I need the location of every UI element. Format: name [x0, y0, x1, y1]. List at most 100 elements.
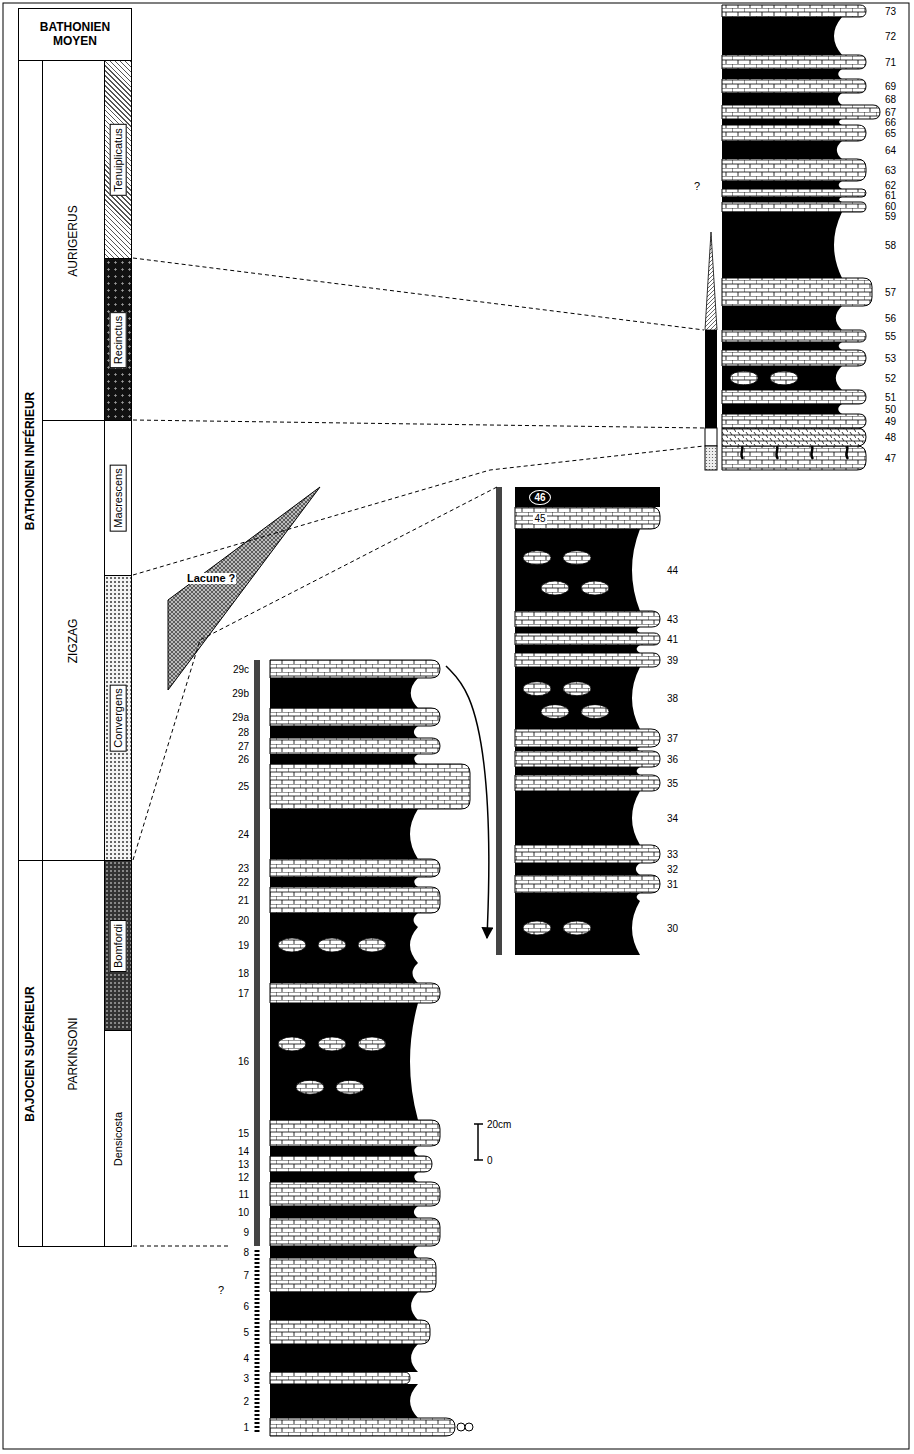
marl-bed: [270, 1003, 418, 1120]
limestone-bed: [515, 507, 660, 529]
bed-number: 63: [884, 165, 897, 176]
stage-band: BAJOCIEN SUPÉRIEUR: [18, 860, 43, 1247]
scale-tick: [474, 1123, 483, 1125]
burrow-mark: [811, 446, 813, 459]
limestone-bed: [515, 653, 660, 667]
zone-name: ZIGZAG: [67, 618, 81, 663]
marl-bed: [270, 754, 418, 764]
bed-number: 41: [666, 634, 679, 645]
limestone-bed: [722, 446, 866, 470]
limestone-bed: [722, 159, 866, 181]
nodule: [563, 551, 591, 565]
limestone-bed: [270, 1120, 440, 1146]
limestone-bed: [515, 751, 660, 767]
bed-number: 64: [884, 145, 897, 156]
bed-number: 27: [237, 741, 250, 752]
marl-bed: [515, 863, 640, 875]
bed-number: 50: [884, 404, 897, 415]
marl-bed: [270, 1146, 418, 1156]
zone-band: PARKINSONI: [42, 860, 105, 1247]
bed-number: 20: [237, 915, 250, 926]
nodule: [523, 921, 551, 935]
marl-bed: [722, 197, 842, 202]
marl-bed: [270, 678, 418, 708]
limestone-bed: [270, 1258, 436, 1292]
bed-number: 7: [242, 1270, 250, 1281]
marl-bed: [722, 181, 842, 189]
limestone-bed: [270, 887, 440, 913]
bed-number: 37: [666, 733, 679, 744]
burrow-mark: [776, 446, 778, 459]
subzone-name: Densicosta: [112, 1111, 125, 1165]
bed-number: 65: [884, 128, 897, 139]
marl-bed: [722, 366, 842, 390]
bed-number: 29a: [231, 712, 250, 723]
bed-number: 14: [237, 1146, 250, 1157]
correlation-line: [133, 1246, 230, 1247]
limestone-bed: [270, 738, 440, 754]
limestone-bed: [722, 390, 866, 404]
limestone-bed: [270, 1182, 440, 1206]
subzone-name: Macrescens: [110, 464, 127, 531]
subzone-band: Recinctus: [104, 258, 132, 421]
bed-number: 72: [884, 31, 897, 42]
limestone-bed: [722, 55, 866, 69]
marl-bed: [515, 893, 640, 901]
subzone-band: Convergens: [104, 575, 132, 861]
marl-bed: [722, 404, 842, 414]
marl-bed: [722, 141, 842, 159]
subzone-name: Recinctus: [110, 311, 127, 367]
bed-number: 51: [884, 392, 897, 403]
marl-bed: [722, 69, 842, 79]
range-wedge: [705, 232, 717, 330]
bed-number: 36: [666, 754, 679, 765]
nodule: [296, 1080, 324, 1094]
stage-name: BAJOCIEN SUPÉRIEUR: [24, 986, 38, 1121]
nodule: [770, 371, 798, 385]
nodule: [523, 551, 551, 565]
limestone-bed: [270, 708, 440, 726]
limestone-bed: [270, 764, 470, 809]
limestone-bed: [515, 633, 660, 645]
nodule: [278, 938, 306, 952]
bed-number: 67: [884, 107, 897, 118]
bed-number: 34: [666, 813, 679, 824]
bed-number: 21: [237, 895, 250, 906]
nodule: [563, 682, 591, 696]
bed-number: 8: [242, 1247, 250, 1258]
bed-number: 38: [666, 693, 679, 704]
scale-label: 0: [486, 1155, 494, 1166]
bed-number: 12: [237, 1172, 250, 1183]
limestone-bed: [722, 350, 866, 366]
uncertain-bar: [255, 1250, 260, 1434]
limestone-bed: [270, 1320, 430, 1344]
bed-number: 45: [533, 513, 546, 524]
marl-bed: [270, 1206, 418, 1218]
zone-name: AURIGERUS: [67, 205, 81, 276]
marl-bed: [270, 1246, 418, 1258]
subzone-name: Convergens: [110, 684, 127, 751]
subzone-band: Tenuiplicatus: [104, 60, 132, 259]
stage-name: BATHONIEN INFÉRIEUR: [24, 391, 38, 529]
limestone-bed: [722, 414, 866, 428]
scale-bar: [477, 1124, 479, 1160]
stage-band: BATHONIEN INFÉRIEUR: [18, 60, 43, 861]
limestone-bed: [270, 1418, 455, 1436]
bed-number: 57: [884, 287, 897, 298]
bed-number: 22: [237, 877, 250, 888]
limestone-bed: [722, 428, 866, 446]
bed-number: 24: [237, 829, 250, 840]
marl-bed: [270, 1384, 418, 1418]
limestone-bed: [515, 845, 660, 863]
bed-number: 68: [884, 94, 897, 105]
bed-number: 58: [884, 240, 897, 251]
gap-note: Lacune ?: [186, 573, 236, 584]
marl-bed: [270, 913, 418, 927]
bed-number: 5: [242, 1327, 250, 1338]
bed-number: 52: [884, 373, 897, 384]
nodule: [358, 1037, 386, 1051]
bed-number: 19: [237, 940, 250, 951]
pebble: [457, 1423, 465, 1431]
bed-number: 30: [666, 923, 679, 934]
